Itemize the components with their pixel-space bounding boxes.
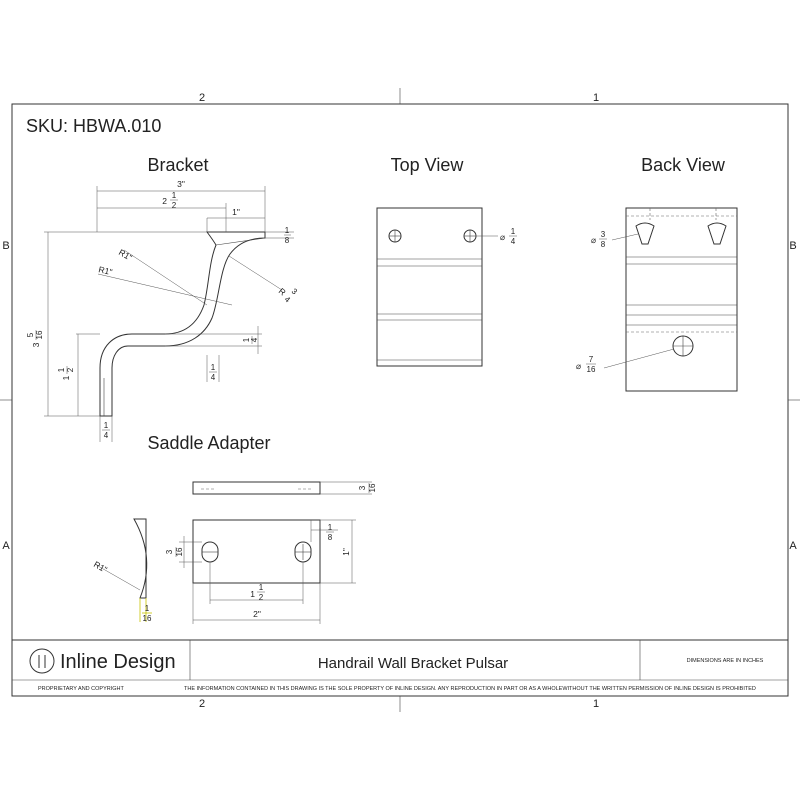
view-title-top: Top View [391, 155, 465, 175]
back-view: ⌀ 3 8 ⌀ 7 16 [576, 207, 738, 392]
zone-label-right-a: A [789, 540, 797, 552]
title-block: Inline Design Handrail Wall Bracket Puls… [12, 639, 788, 692]
svg-text:1: 1 [145, 604, 150, 613]
zone-label-left-b: B [2, 240, 9, 252]
svg-text:3: 3 [358, 485, 367, 490]
zone-label-top-1: 1 [593, 92, 599, 104]
svg-text:1: 1 [285, 226, 290, 235]
svg-text:4: 4 [511, 237, 516, 246]
svg-text:3: 3 [601, 230, 606, 239]
sku-label: SKU: HBWA.010 [26, 116, 161, 136]
brand-name: Inline Design [60, 651, 176, 673]
svg-text:1: 1 [172, 191, 177, 200]
leader-r3-4 [228, 255, 283, 291]
svg-text:4: 4 [104, 431, 109, 440]
saddle-curved-profile [133, 518, 148, 599]
svg-text:2: 2 [162, 196, 167, 206]
inline-design-logo-icon [29, 648, 55, 674]
view-title-bracket: Bracket [147, 155, 208, 175]
bracket-view: 3" 2 1 2 1" 1 8 R1" R1" R 3 4 3 5 16 [26, 179, 299, 442]
zone-label-bottom-2: 2 [199, 698, 205, 710]
svg-text:1: 1 [511, 227, 516, 236]
svg-text:16: 16 [35, 330, 44, 339]
units-note: DIMENSIONS ARE IN INCHES [687, 658, 764, 664]
svg-text:2: 2 [259, 593, 264, 602]
back-view-counterbore-right [707, 222, 727, 245]
svg-text:16: 16 [143, 614, 152, 623]
saddle-adapter-view: 3 16 R1" 1 16 1 8 1" 3 [92, 481, 377, 624]
view-title-back: Back View [641, 155, 726, 175]
svg-text:16: 16 [175, 547, 184, 556]
svg-text:8: 8 [328, 533, 333, 542]
svg-text:4: 4 [250, 337, 259, 342]
svg-text:R1": R1" [117, 247, 134, 263]
svg-text:1: 1 [259, 583, 264, 592]
view-title-saddle: Saddle Adapter [147, 433, 270, 453]
svg-text:4: 4 [283, 295, 293, 305]
svg-text:⌀: ⌀ [591, 235, 596, 245]
svg-text:1: 1 [57, 367, 66, 372]
svg-text:1: 1 [104, 421, 109, 430]
product-name: Handrail Wall Bracket Pulsar [318, 655, 508, 672]
svg-text:2": 2" [253, 609, 261, 619]
svg-text:3: 3 [31, 342, 41, 347]
svg-text:1: 1 [61, 375, 71, 380]
svg-text:1: 1 [211, 363, 216, 372]
proprietary-label: PROPRIETARY AND COPYRIGHT [38, 686, 125, 692]
zone-label-top-2: 2 [199, 92, 205, 104]
svg-text:1": 1" [341, 548, 351, 556]
top-view: ⌀ 1 4 [376, 207, 517, 367]
svg-text:1": 1" [232, 207, 240, 217]
leader-saddle-r1 [97, 565, 141, 591]
svg-text:3: 3 [165, 549, 174, 554]
dim-3-label: 3" [177, 179, 185, 189]
svg-text:7: 7 [589, 355, 594, 364]
svg-text:R1": R1" [92, 559, 109, 575]
bracket-top-edge-line [215, 237, 266, 246]
zone-label-right-b: B [789, 240, 796, 252]
svg-text:5: 5 [26, 332, 35, 337]
svg-text:8: 8 [285, 236, 290, 245]
svg-text:16: 16 [587, 365, 596, 374]
svg-text:R: R [277, 286, 288, 298]
bracket-profile [99, 231, 266, 417]
disclaimer-text: THE INFORMATION CONTAINED IN THIS DRAWIN… [184, 686, 756, 692]
svg-text:2: 2 [172, 201, 177, 210]
svg-text:8: 8 [601, 240, 606, 249]
svg-text:R1": R1" [98, 264, 114, 277]
svg-text:⌀: ⌀ [576, 361, 581, 371]
svg-text:1: 1 [328, 523, 333, 532]
svg-text:⌀: ⌀ [500, 232, 505, 242]
svg-text:4: 4 [211, 373, 216, 382]
svg-text:3: 3 [290, 287, 300, 297]
svg-text:1: 1 [242, 337, 251, 342]
leader-r1-b [97, 273, 233, 306]
saddle-side-outline [192, 481, 321, 495]
leader-r1-a [123, 249, 208, 306]
svg-text:16: 16 [368, 483, 377, 492]
zone-label-left-a: A [2, 540, 10, 552]
back-view-counterbore-left [635, 222, 655, 245]
svg-text:2: 2 [66, 367, 75, 372]
drawing-frame [11, 103, 789, 697]
zone-label-bottom-1: 1 [593, 698, 599, 710]
svg-text:1: 1 [250, 589, 255, 599]
